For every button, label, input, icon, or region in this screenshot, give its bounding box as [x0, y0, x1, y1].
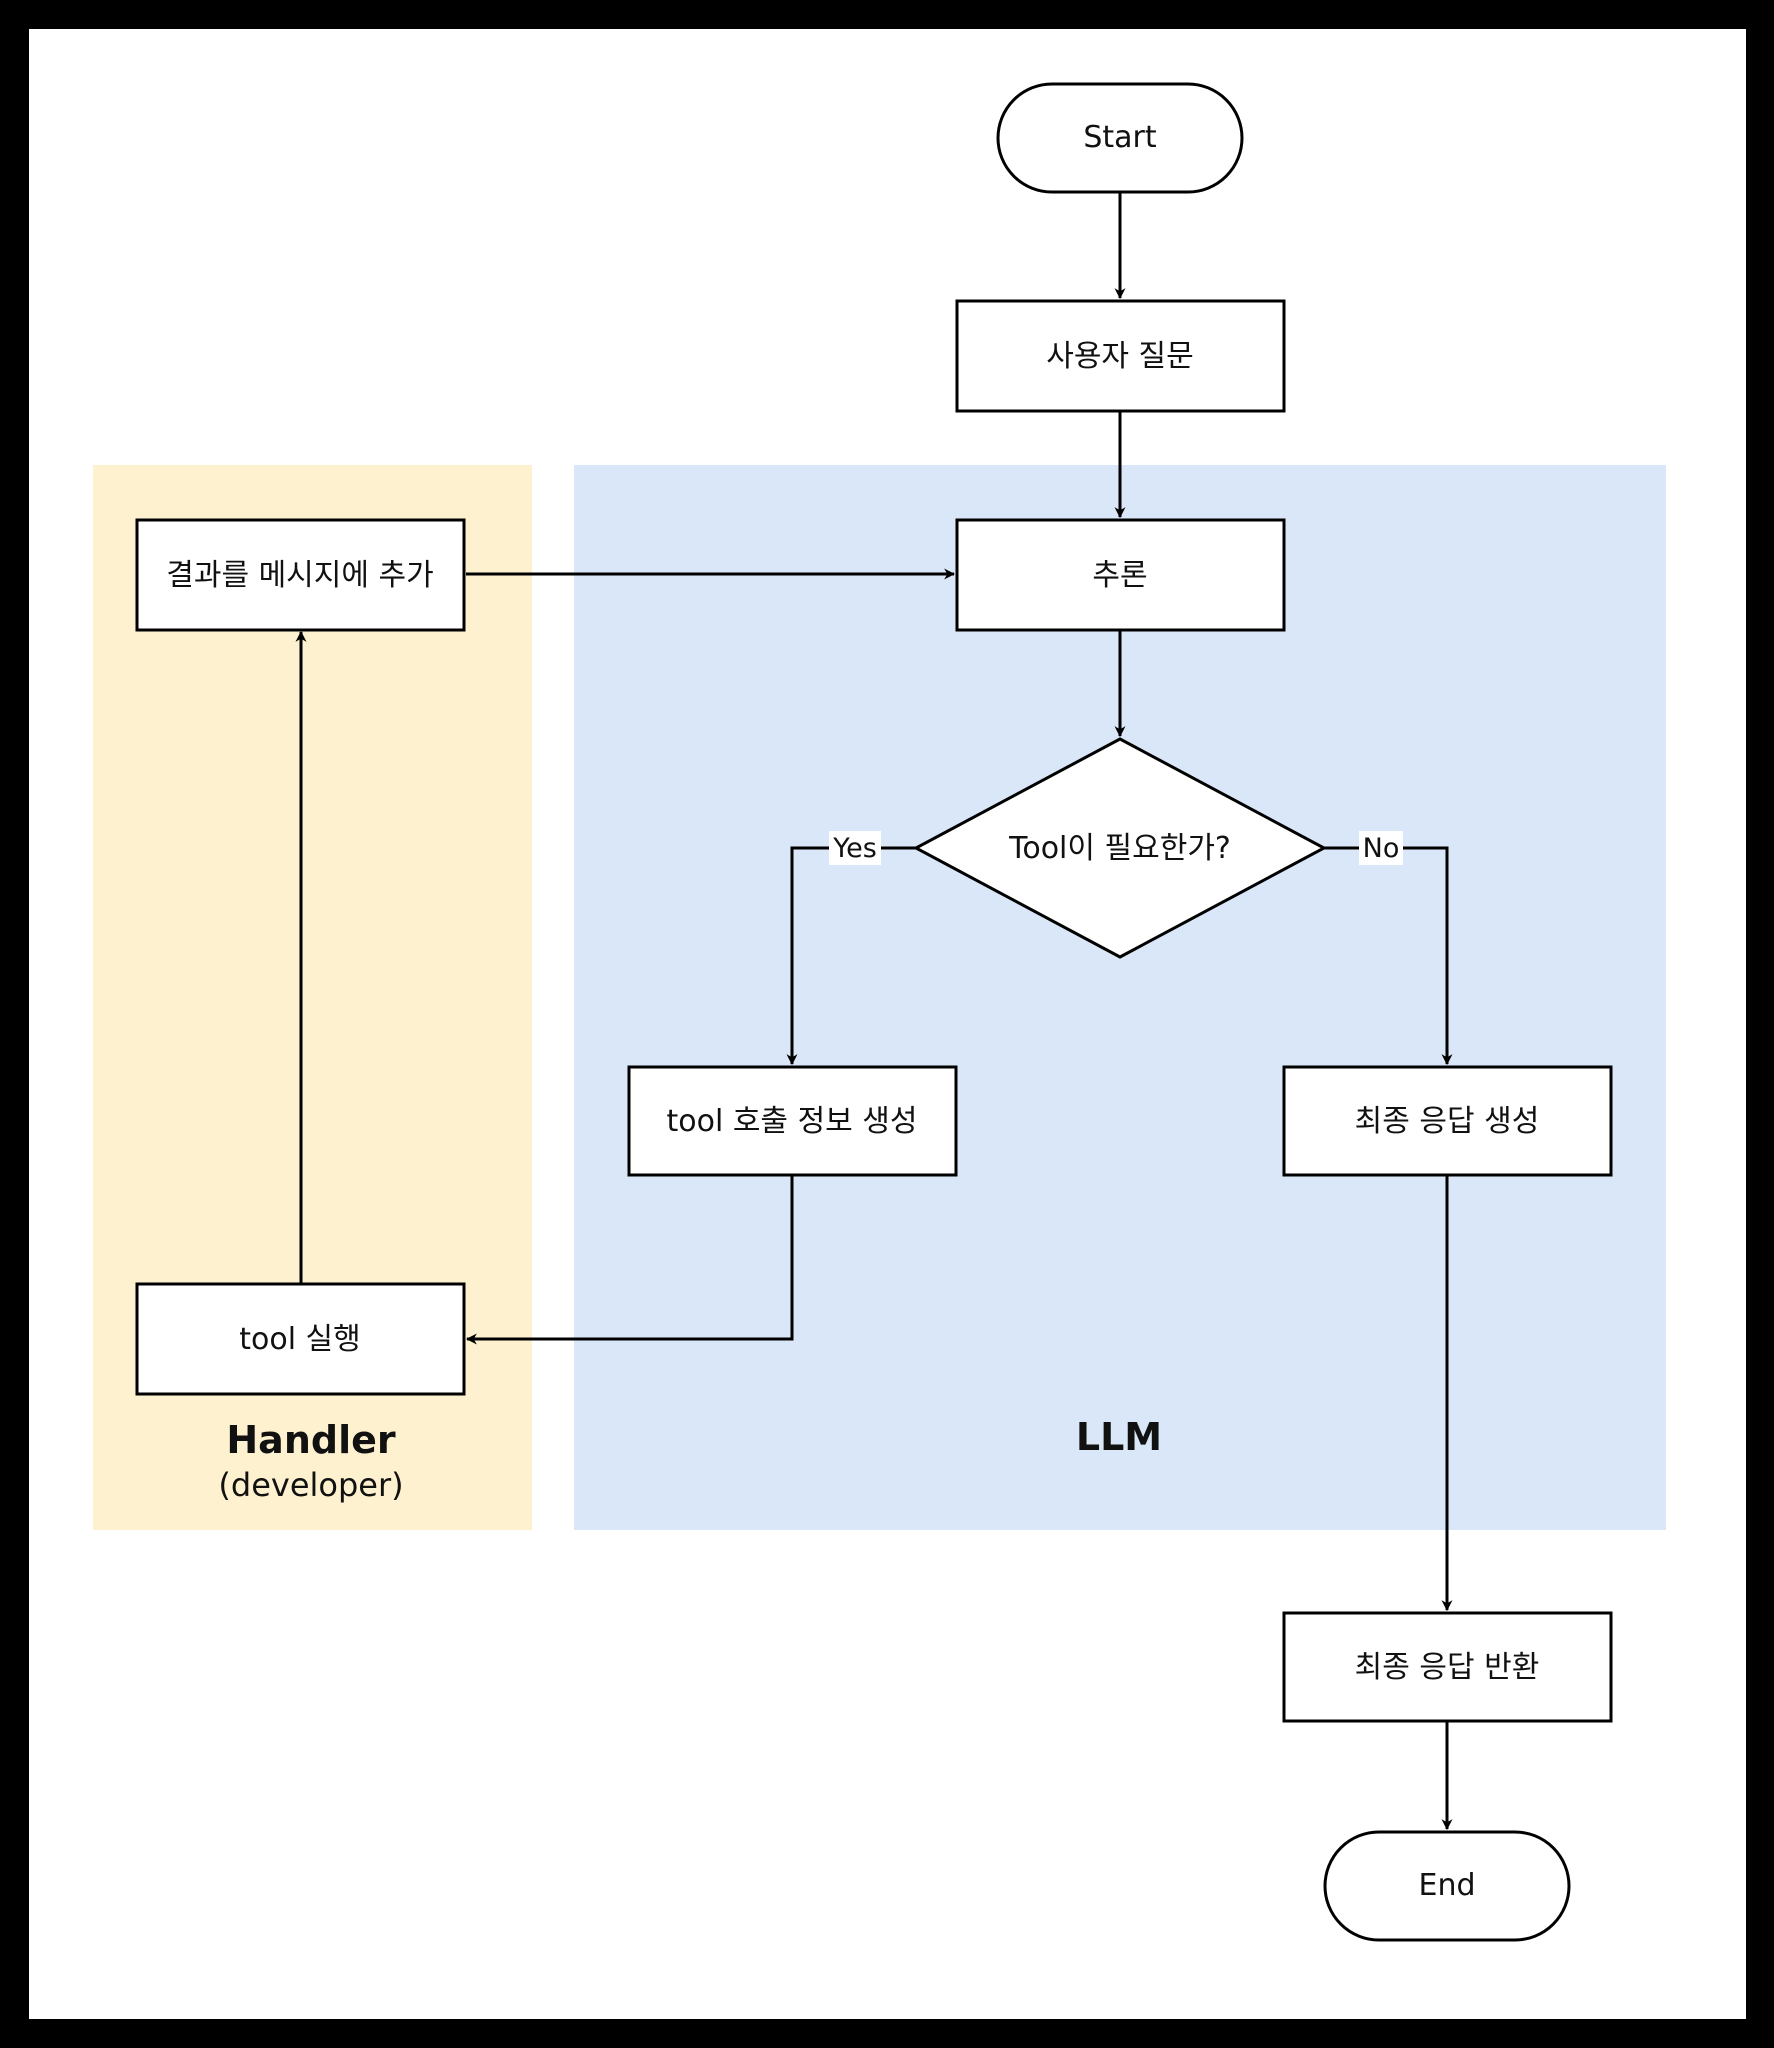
yes-label-bg: [829, 831, 881, 865]
start-terminal: [996, 82, 1244, 194]
reasoning-label: 추론: [1092, 558, 1147, 593]
yes-label: Yes: [832, 833, 877, 864]
tool-call-info-label: tool 호출 정보 생성: [666, 1104, 917, 1139]
user-question-label: 사용자 질문: [1046, 339, 1194, 374]
end-label: End: [1418, 1868, 1475, 1903]
end-terminal: [1323, 1830, 1571, 1942]
edge-toolcall-to-exec: [465, 1175, 794, 1345]
reasoning-box: [955, 518, 1286, 632]
final-answer-return-label: 최종 응답 반환: [1355, 1650, 1540, 1685]
add-result-box: [135, 518, 466, 632]
handler-lane-subtitle: (developer): [218, 1466, 403, 1504]
start-label: Start: [1083, 120, 1157, 155]
llm-lane-title: LLM: [1076, 1415, 1162, 1459]
tool-exec-label: tool 실행: [239, 1322, 361, 1357]
add-result-label: 결과를 메시지에 추가: [166, 558, 433, 593]
decision-label: Tool이 필요한가?: [1008, 831, 1231, 866]
user-question-box: [955, 299, 1286, 413]
decision-diamond: [912, 737, 1328, 959]
final-answer-gen-box: [1282, 1065, 1613, 1177]
final-answer-gen-label: 최종 응답 생성: [1355, 1104, 1540, 1139]
tool-call-info-box: [627, 1065, 958, 1177]
no-label-bg: [1359, 831, 1403, 865]
no-label: No: [1363, 833, 1400, 864]
handler-lane-title: Handler: [226, 1418, 395, 1462]
tool-exec-box: [135, 1282, 466, 1396]
final-answer-return-box: [1282, 1611, 1613, 1723]
